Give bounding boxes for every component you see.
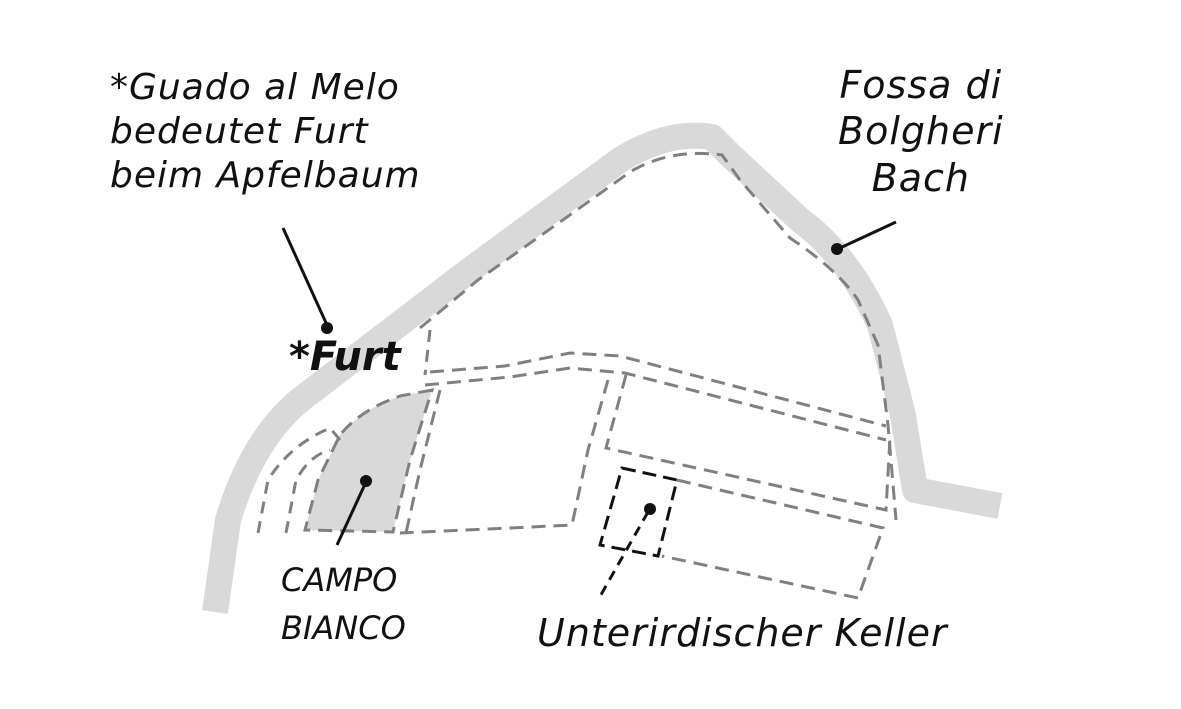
note-line: bedeutet Furt — [110, 110, 369, 152]
note-line: beim Apfelbaum — [110, 154, 421, 196]
campo-label-line: CAMPO — [281, 561, 398, 599]
campo-label-line: BIANCO — [281, 609, 406, 647]
parcel-outer — [419, 151, 898, 521]
river-label-line: Bach — [871, 155, 970, 200]
river-leader-line — [839, 220, 897, 250]
parcel-west-inner — [404, 389, 442, 534]
road-west-edge — [423, 329, 432, 376]
campo-dot — [360, 475, 372, 487]
campo-leader-line — [335, 481, 368, 546]
river-label: Fossa di Bolgheri Bach — [838, 62, 1004, 201]
note-leader-line — [281, 227, 329, 326]
cellar-label: Unterirdischer Keller — [537, 611, 948, 655]
note-line: *Guado al Melo — [110, 67, 400, 108]
campo-bianco-label: CAMPO BIANCO — [281, 556, 406, 652]
river-label-line: Fossa di — [839, 63, 1003, 107]
river-band — [202, 122, 1003, 614]
parcel-middle — [604, 374, 892, 512]
parcel-southeast — [661, 478, 885, 600]
ford-dot — [321, 322, 333, 334]
cellar-outline — [598, 466, 679, 558]
river-label-line: Bolgheri — [838, 109, 1004, 154]
ford-label: *Furt — [289, 334, 401, 380]
road-lower-edge — [424, 366, 887, 442]
river-dot — [831, 243, 843, 255]
campo-bianco-area — [303, 388, 435, 534]
ford-meaning-note: *Guado al Melo bedeutet Furt beim Apfelb… — [110, 66, 421, 198]
parcel-west — [399, 379, 610, 535]
cellar-dot — [644, 503, 656, 515]
road-upper-edge — [429, 351, 887, 428]
